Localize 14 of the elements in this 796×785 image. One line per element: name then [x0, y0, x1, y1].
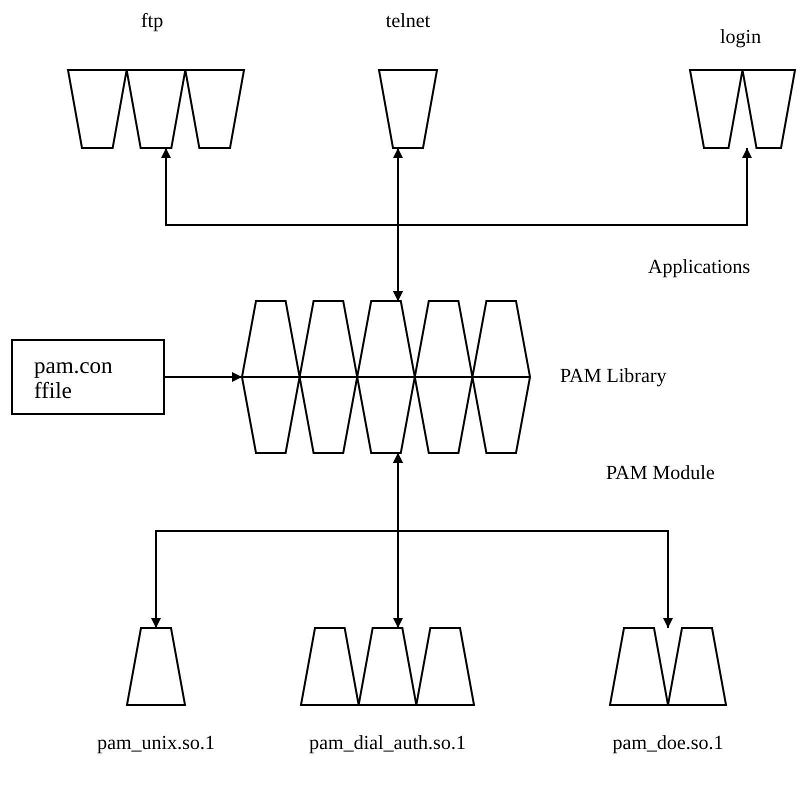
- node-label: login: [720, 26, 762, 48]
- arrow: [393, 453, 673, 628]
- node-label: pam_dial_auth.so.1: [309, 732, 466, 754]
- arrow: [393, 148, 752, 301]
- section-label: PAM Module: [606, 462, 715, 484]
- node-label: pam.con ffile: [34, 353, 114, 404]
- node-label: ftp: [141, 10, 164, 32]
- file-box: [11, 339, 165, 415]
- section-label: Applications: [648, 256, 750, 278]
- arrow: [165, 372, 242, 382]
- node-label: telnet: [386, 10, 430, 32]
- node-label: pam_unix.so.1: [97, 732, 215, 754]
- node-label: pam_doe.so.1: [612, 732, 724, 754]
- node-caption: PAM Library: [560, 365, 666, 387]
